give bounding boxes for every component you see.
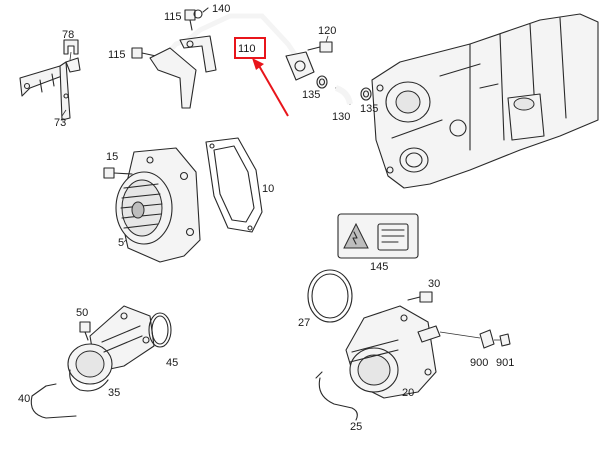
o-ring-45	[148, 312, 172, 348]
callout-135a: 135	[302, 89, 320, 101]
connector-901	[494, 333, 511, 347]
callout-901: 901	[496, 357, 514, 369]
bolt-115a	[184, 9, 196, 31]
callout-15: 15	[106, 151, 118, 163]
callout-25: 25	[350, 421, 362, 433]
o-ring-27	[307, 269, 353, 323]
wire-clip-40	[30, 383, 77, 419]
sensor-900	[439, 329, 495, 349]
callout-27: 27	[298, 317, 310, 329]
callout-115b: 115	[108, 49, 126, 61]
callout-78: 78	[62, 29, 74, 41]
coolant-flange-35	[67, 305, 155, 392]
callout-73: 73	[54, 117, 66, 129]
bolt-30	[407, 291, 433, 303]
water-pump-5	[115, 147, 201, 263]
clip-78	[63, 39, 79, 61]
engine-block	[371, 13, 599, 189]
callout-900: 900	[470, 357, 488, 369]
callout-140: 140	[212, 3, 230, 15]
seal-135a	[316, 75, 328, 89]
callout-130: 130	[332, 111, 350, 123]
screw-120	[307, 35, 333, 53]
callout-115a: 115	[164, 11, 182, 23]
callout-10: 10	[262, 183, 274, 195]
callout-50: 50	[76, 307, 88, 319]
callout-135b: 135	[360, 103, 378, 115]
callout-5: 5	[118, 237, 124, 249]
gasket-10	[205, 137, 263, 233]
coolant-pipe-110	[149, 7, 315, 109]
bolt-50	[79, 321, 91, 341]
warning-label-145	[337, 213, 419, 259]
bracket-73	[19, 57, 81, 121]
callout-35: 35	[108, 387, 120, 399]
callout-145: 145	[370, 261, 388, 273]
bolt-115b	[131, 47, 157, 59]
callout-45: 45	[166, 357, 178, 369]
callout-110: 110	[238, 43, 256, 55]
wire-clip-25	[315, 371, 358, 421]
thermostat-housing-20	[345, 305, 441, 399]
callout-40: 40	[18, 393, 30, 405]
seal-135b	[360, 87, 372, 101]
callout-20: 20	[402, 387, 414, 399]
bolt-15	[103, 167, 133, 179]
highlight-110	[234, 37, 289, 117]
callout-120: 120	[318, 25, 336, 37]
hose-130	[334, 85, 353, 105]
callout-30: 30	[428, 278, 440, 290]
